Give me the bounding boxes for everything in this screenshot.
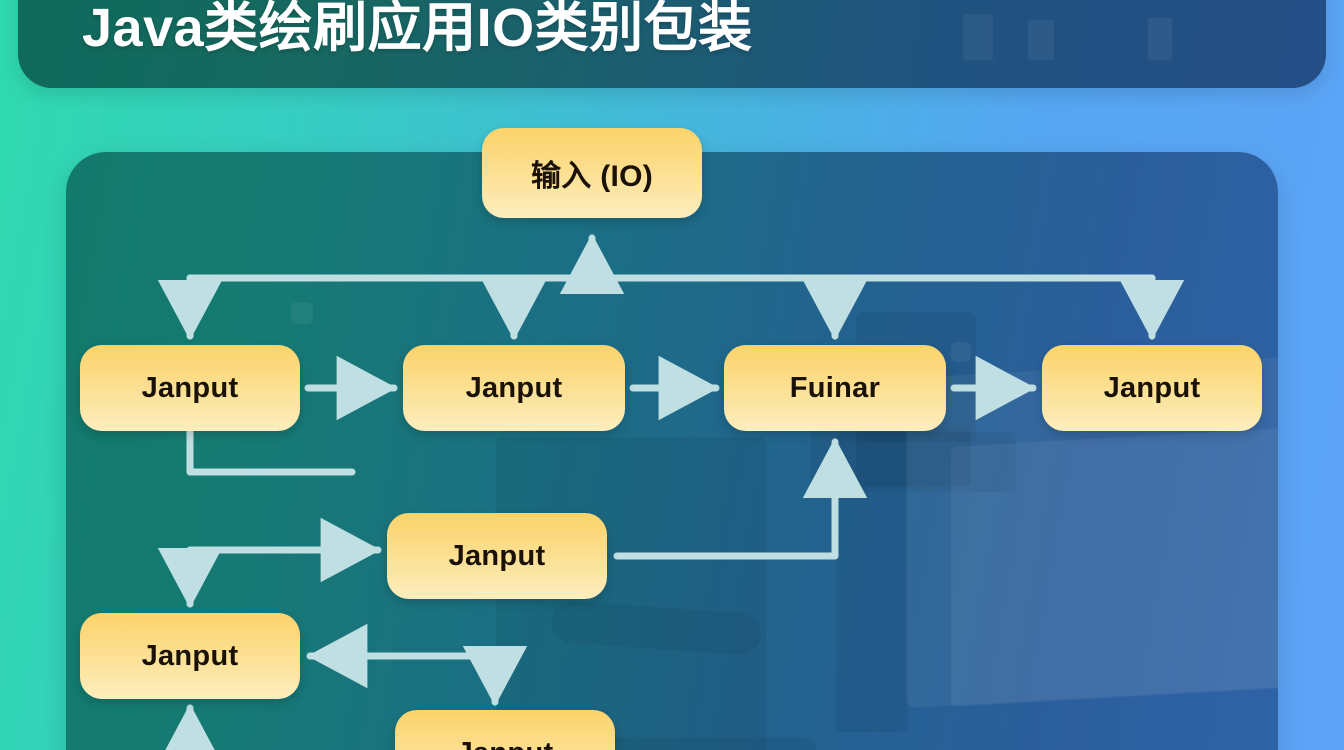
node-janput-mid[interactable]: Janput <box>387 513 607 599</box>
node-janput-r1c4[interactable]: Janput <box>1042 345 1262 431</box>
watermark-box <box>856 432 1016 492</box>
node-janput-bl[interactable]: Janput <box>80 613 300 699</box>
watermark-speck <box>291 302 313 324</box>
header-decor-tile <box>1028 20 1054 60</box>
watermark-speck <box>951 342 971 362</box>
node-io-root[interactable]: 输入 (IO) <box>482 128 702 218</box>
watermark-monitor-stand <box>836 432 908 732</box>
node-janput-r1c1[interactable]: Janput <box>80 345 300 431</box>
header-bar: Java类绘刷应用IO类别包装 <box>18 0 1326 88</box>
header-decor-tile <box>1148 18 1172 60</box>
watermark-monitor-screen <box>951 427 1278 707</box>
page-title: Java类绘刷应用IO类别包装 <box>82 0 753 58</box>
header-decor-tile <box>963 14 993 60</box>
node-janput-bot[interactable]: Janput <box>395 710 615 750</box>
watermark-chair <box>556 737 816 750</box>
node-janput-r1c2[interactable]: Janput <box>403 345 625 431</box>
node-fuinar-r1c3[interactable]: Fuinar <box>724 345 946 431</box>
